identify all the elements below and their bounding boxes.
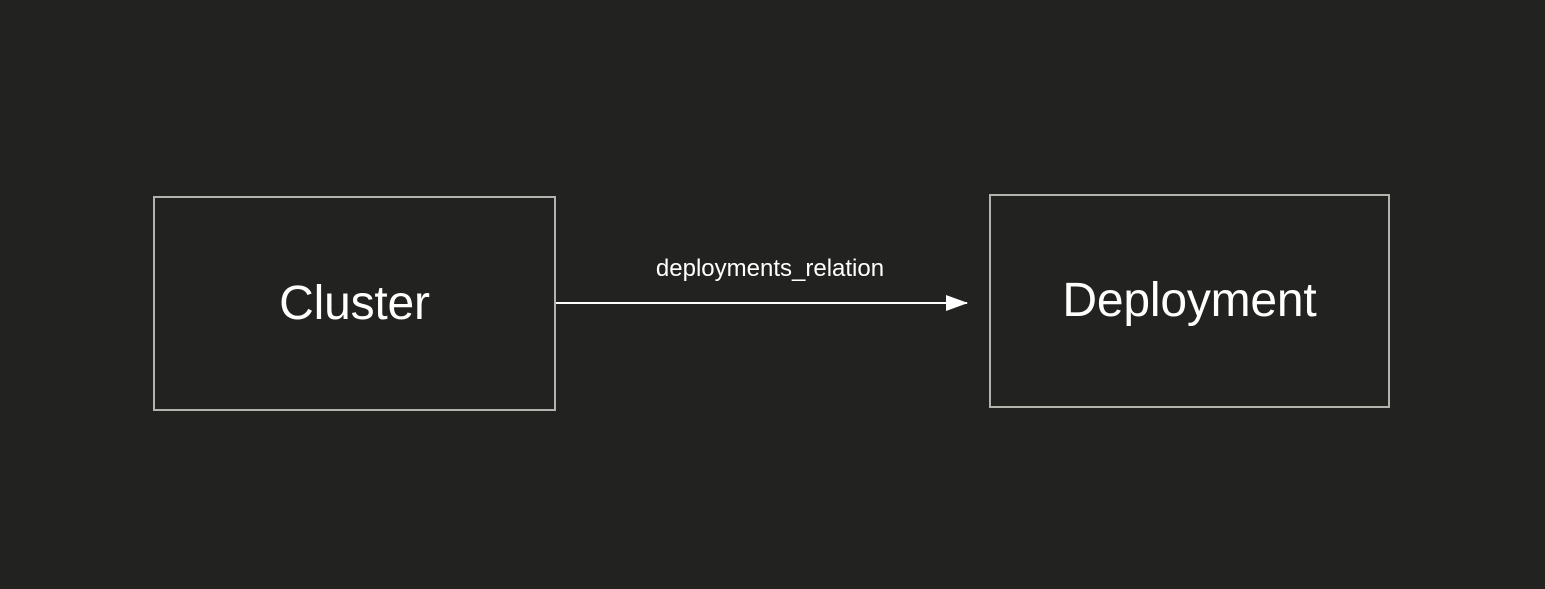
node-cluster[interactable]: Cluster: [153, 196, 556, 411]
node-cluster-label: Cluster: [279, 276, 430, 330]
edge-label-deployments-relation: deployments_relation: [655, 255, 885, 282]
node-deployment-label: Deployment: [1062, 274, 1317, 327]
node-deployment[interactable]: Deployment: [989, 194, 1390, 408]
